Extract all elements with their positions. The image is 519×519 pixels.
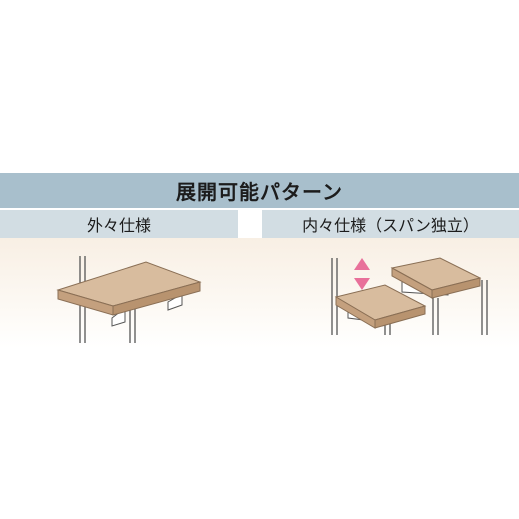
title-bar: 展開可能パターン [0, 173, 519, 208]
shelf-side [112, 281, 201, 316]
upper-shelf-side [431, 277, 481, 299]
up-down-arrow-icon [354, 258, 370, 290]
panel-label-outer: 外々仕様 [86, 216, 151, 235]
outer-spec-illustration [56, 256, 202, 343]
panel-header-outer: 外々仕様 [0, 210, 238, 238]
page-title: 展開可能パターン [176, 180, 343, 204]
shelf-illustrations [56, 256, 488, 343]
lower-shelf-side [374, 305, 426, 329]
panel-label-inner: 内々仕様（スパン独立） [302, 216, 479, 235]
panel-header-inner: 内々仕様（スパン独立） [262, 210, 519, 238]
inner-spec-illustration [331, 257, 488, 335]
